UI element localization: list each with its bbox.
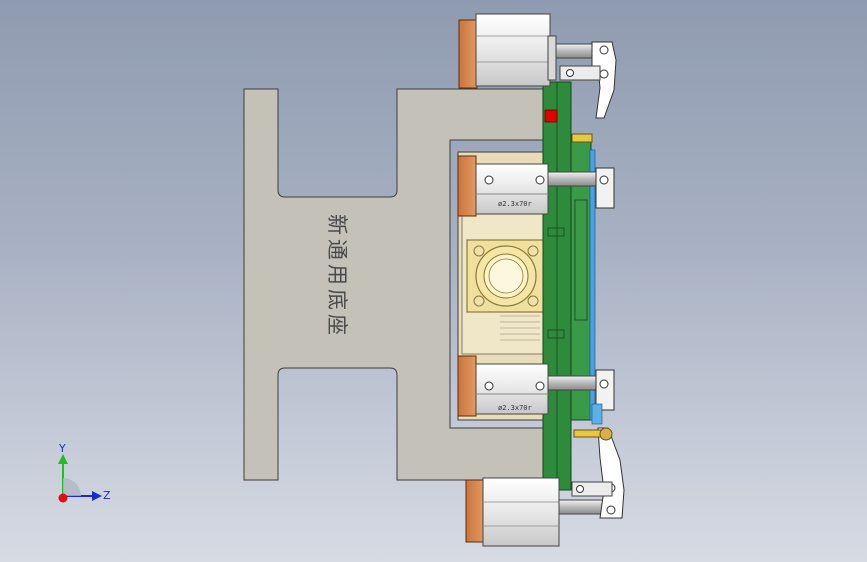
top-cylinder-body[interactable] <box>475 13 551 87</box>
bottom-brass-knob <box>599 427 613 441</box>
upper-cylinder-port-2 <box>535 175 545 185</box>
upper-cylinder-body[interactable] <box>475 163 549 215</box>
top-clamp-pivot-2 <box>599 69 609 79</box>
bottom-yellow-pin <box>573 429 603 438</box>
z-axis-label: Z <box>103 489 111 502</box>
bottom-link-pin <box>576 485 584 493</box>
lower-orange-pad <box>457 355 477 417</box>
base-engraved-text: 新通用底座 <box>325 214 349 339</box>
top-orange-pad <box>458 19 478 89</box>
workpiece-bore-inner <box>488 258 524 294</box>
upper-cylinder-port-1 <box>484 175 494 185</box>
y-axis-label: Y <box>58 442 66 455</box>
bottom-clamp-pivot-2 <box>606 505 616 515</box>
base-plate[interactable] <box>243 88 546 481</box>
upper-orange-pad <box>457 155 477 217</box>
upper-piston-rod[interactable] <box>547 171 599 187</box>
flange-hole-bl <box>473 295 485 307</box>
lower-blue-block <box>591 403 603 425</box>
flange-hole-tl <box>473 245 485 257</box>
axis-triad[interactable]: Y Z <box>58 442 111 503</box>
top-cylinder-endcap <box>547 35 557 81</box>
bottom-orange-pad <box>465 479 485 543</box>
bottom-clamp-link <box>571 481 613 497</box>
x-axis-dot <box>58 493 68 503</box>
upper-clamp-pin <box>599 175 609 185</box>
lower-cylinder-port-1 <box>484 381 494 391</box>
bottom-piston-rod[interactable] <box>558 499 606 515</box>
lower-clamp-pin <box>599 379 609 389</box>
flange-hole-br <box>527 295 539 307</box>
lower-cylinder-port-2 <box>535 381 545 391</box>
bottom-cylinder-body[interactable] <box>482 477 560 547</box>
top-clamp-pivot-1 <box>599 45 609 55</box>
top-cylinder-ribs <box>476 35 550 63</box>
top-piston-rod[interactable] <box>555 43 593 59</box>
lower-clamp-head[interactable] <box>595 369 615 411</box>
bottom-clamp-arm[interactable] <box>597 427 625 519</box>
top-yellow-pin <box>571 133 593 143</box>
red-marker <box>544 109 558 123</box>
fixture-guide-lines <box>500 315 540 341</box>
flange-hole-tr <box>527 245 539 257</box>
upper-clamp-head[interactable] <box>595 167 615 209</box>
lower-cylinder-marking: ø2.3x70r <box>498 404 532 412</box>
bottom-cylinder-ribs <box>483 501 559 527</box>
top-link-pin <box>566 69 574 77</box>
lower-piston-rod[interactable] <box>547 375 599 391</box>
triad-origin-wedge <box>63 478 81 496</box>
green-plate-details <box>547 82 588 490</box>
z-axis-arrow <box>92 491 102 501</box>
upper-cylinder-marking: ø2.3x70r <box>498 200 532 208</box>
y-axis-arrow <box>58 454 68 464</box>
